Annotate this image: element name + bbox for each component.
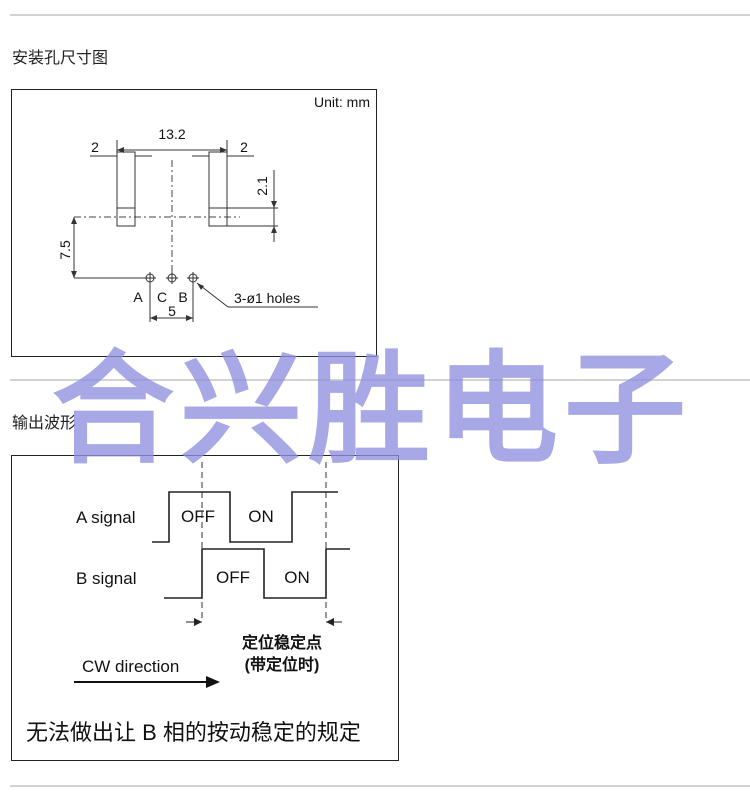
vertical-dimension-label: 7.5 <box>57 240 73 260</box>
detent-label-line2: (带定位时) <box>245 655 320 674</box>
width-dimension-label: 13.2 <box>158 126 185 142</box>
a-signal-label: A signal <box>76 508 136 527</box>
b-signal-label: B signal <box>76 569 136 588</box>
right-bracket-slot <box>208 151 228 227</box>
right-pad-dimension-label: 2 <box>240 139 248 155</box>
section-title-waveform: 输出波形 <box>12 413 77 432</box>
a-signal-waveform <box>152 491 338 543</box>
left-pad-dimension-label: 2 <box>91 139 99 155</box>
a-off-label: OFF <box>181 507 215 526</box>
detent-arrow-right <box>326 618 334 626</box>
detent-arrow-left <box>194 618 202 626</box>
waveform-svg: A signal OFF ON B signal OFF ON 定位稳定点 (带… <box>26 462 361 745</box>
mounting-hole-diagram: Unit: mm 13.2 2 2 2.1 <box>11 89 377 357</box>
detent-label-line1: 定位稳定点 <box>241 633 322 652</box>
section-title-mounting: 安装孔尺寸图 <box>12 48 109 67</box>
terminal-hole-c <box>166 272 178 284</box>
b-off-label: OFF <box>216 568 250 587</box>
pin-b-label: B <box>178 289 187 305</box>
a-on-label: ON <box>248 507 274 526</box>
mounting-diagram-svg: Unit: mm 13.2 2 2 2.1 <box>57 94 370 322</box>
output-waveform-diagram: A signal OFF ON B signal OFF ON 定位稳定点 (带… <box>11 455 399 761</box>
b-signal-waveform <box>164 548 350 599</box>
middle-divider <box>10 379 750 381</box>
cw-direction-label: CW direction <box>82 657 179 676</box>
pin-span-dimension-label: 5 <box>168 303 176 319</box>
pin-a-label: A <box>133 289 143 305</box>
b-on-label: ON <box>284 568 310 587</box>
bottom-divider <box>10 785 750 787</box>
top-divider <box>10 14 750 16</box>
pin-c-label: C <box>157 289 167 305</box>
height-dimension-label: 2.1 <box>254 176 270 196</box>
holes-label: 3-ø1 holes <box>234 290 300 306</box>
unit-label: Unit: mm <box>314 94 370 110</box>
terminal-hole-a <box>144 272 156 284</box>
waveform-note: 无法做出让 B 相的按动稳定的规定 <box>26 720 361 745</box>
terminal-hole-b <box>187 272 199 284</box>
left-bracket-slot <box>116 151 136 227</box>
